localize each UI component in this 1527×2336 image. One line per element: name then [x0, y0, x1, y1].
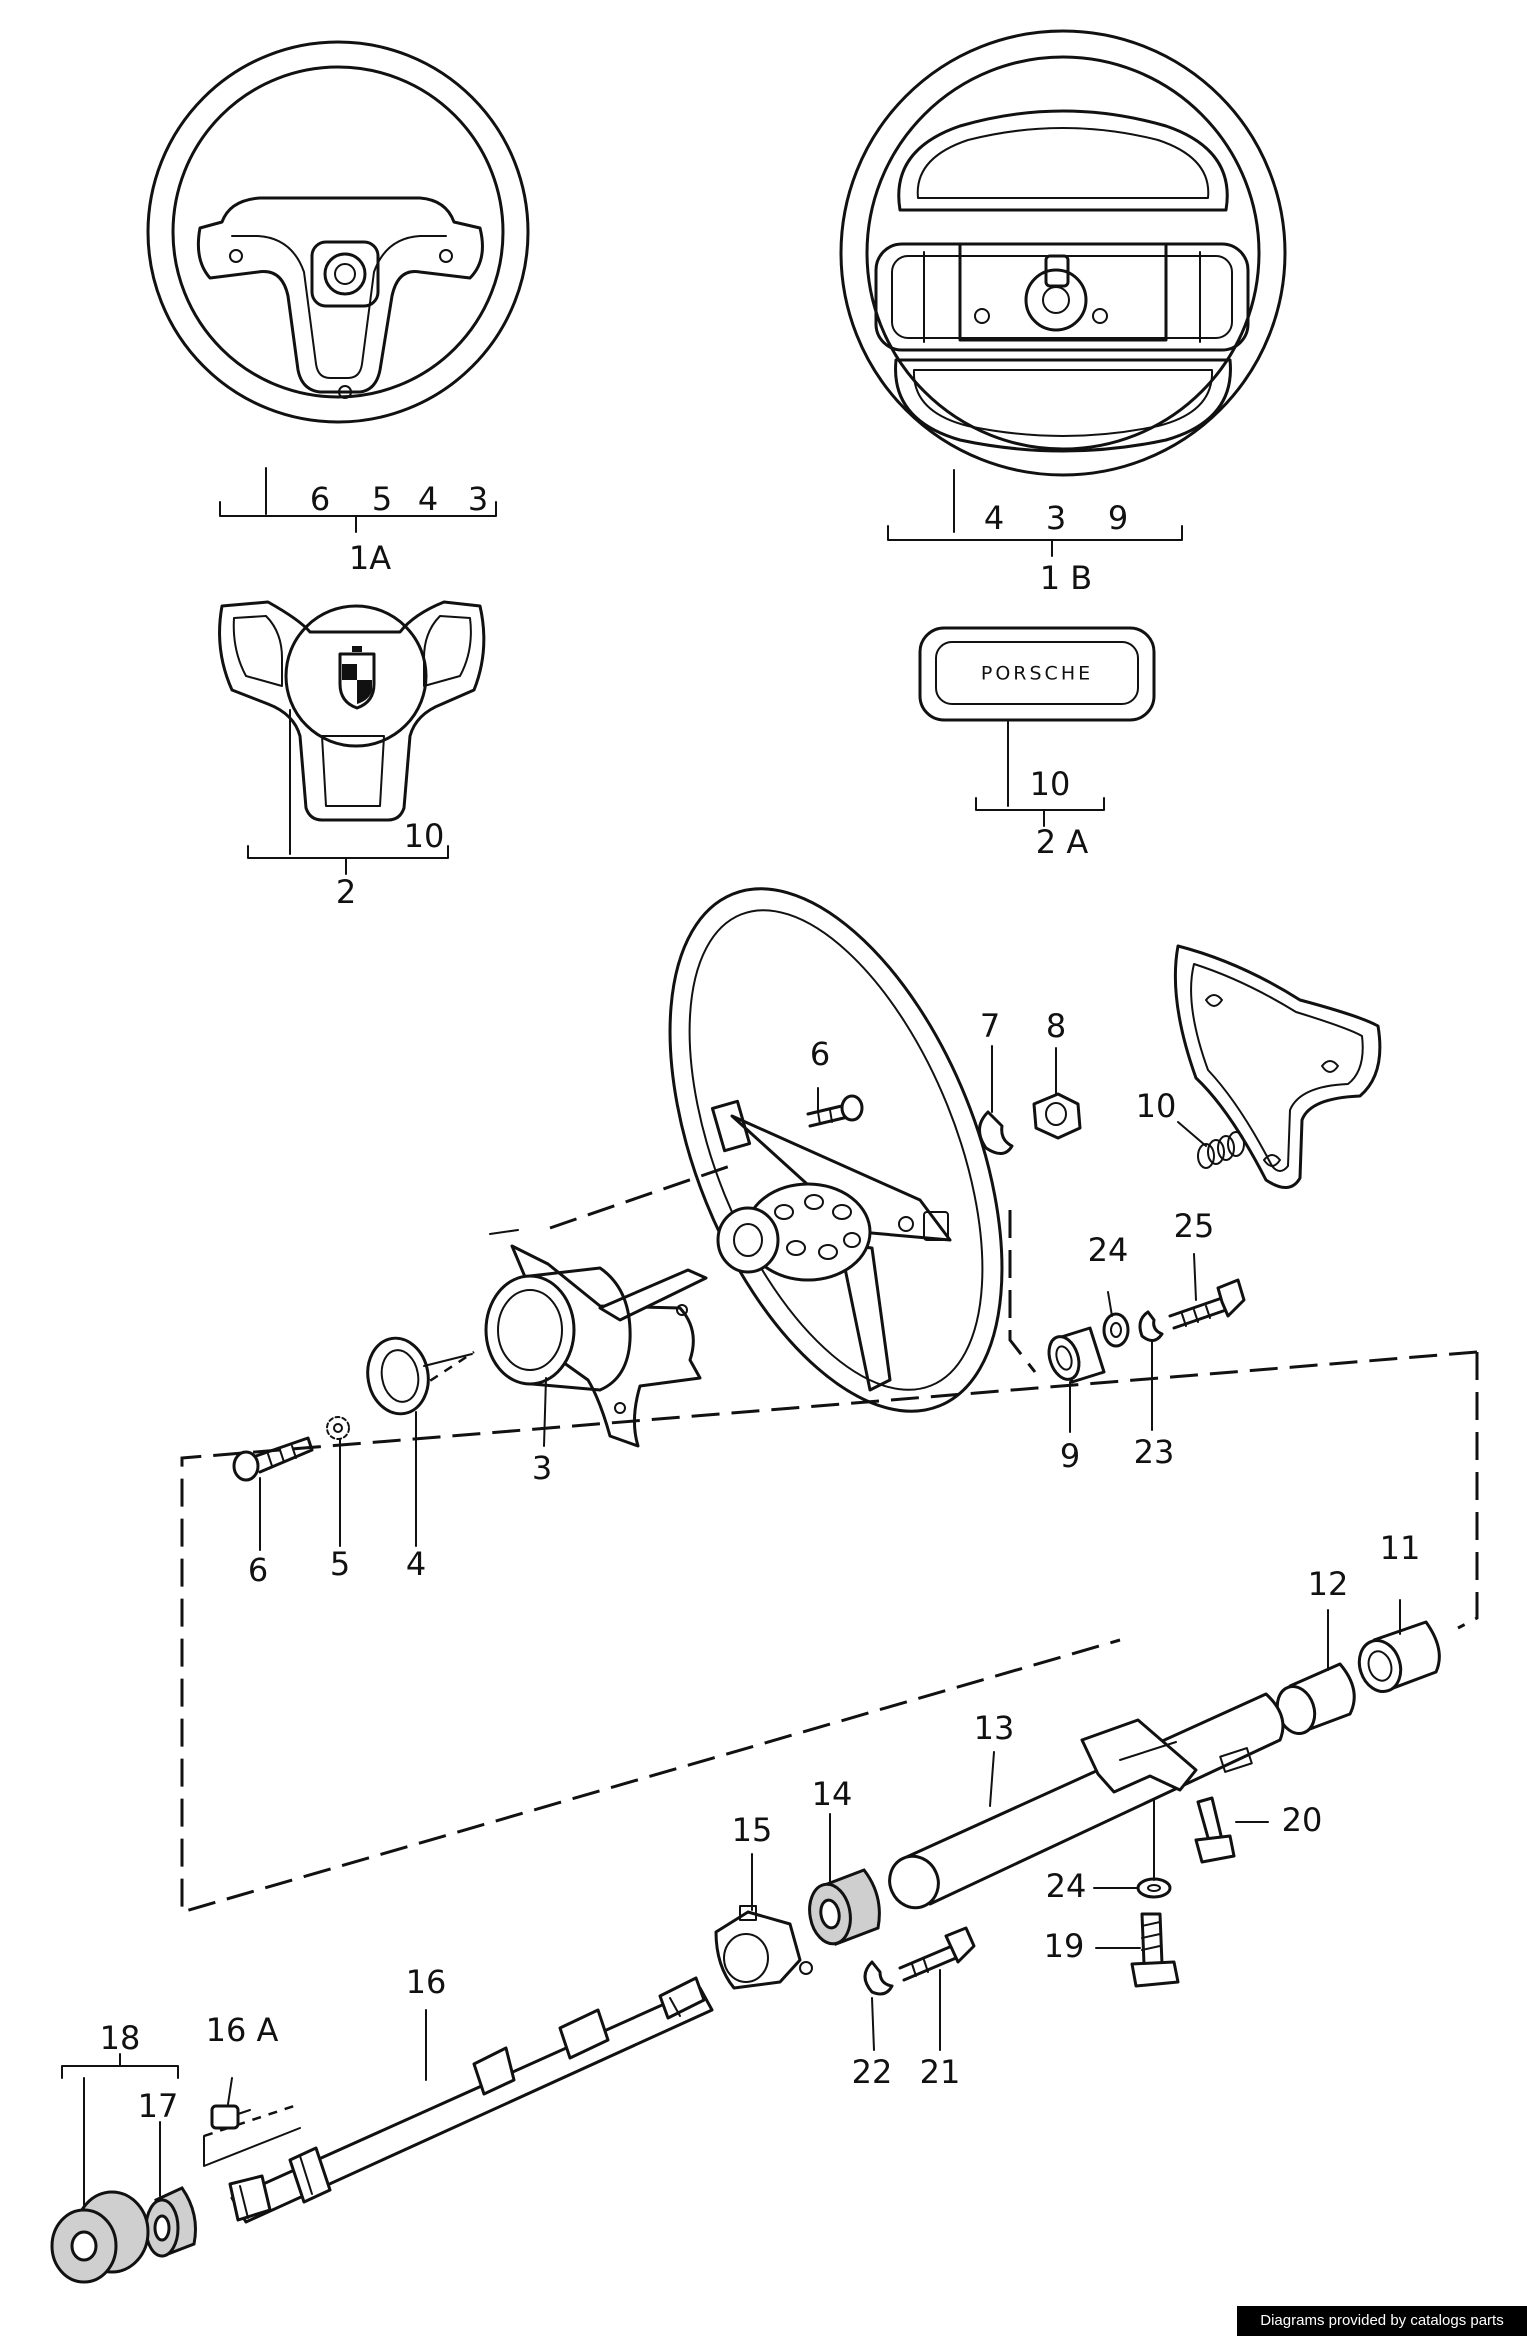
- label-1a-4: 4: [418, 480, 438, 518]
- label-part-16a: 16 A: [206, 2011, 279, 2049]
- lock-washer-part-23: [1138, 1310, 1164, 1342]
- label-part-21: 21: [920, 2053, 961, 2091]
- label-part-25: 25: [1174, 1207, 1215, 1245]
- label-1b: 1 B: [1040, 559, 1092, 597]
- label-part-9: 9: [1060, 1437, 1080, 1475]
- bolt-part-21: [898, 1926, 976, 1982]
- horn-pad-2: [218, 600, 486, 822]
- label-part-7: 7: [980, 1007, 1000, 1045]
- spring-part-10: [1197, 1131, 1245, 1169]
- screw-part-6-upper: [806, 1094, 864, 1128]
- steering-wheel-exploded: [668, 887, 1004, 1413]
- label-part-23: 23: [1134, 1433, 1175, 1471]
- steering-wheel-1a: [146, 40, 530, 424]
- label-part-14: 14: [812, 1775, 853, 1813]
- bearing-part-14: [808, 1868, 881, 1947]
- bolt-part-25: [1168, 1278, 1246, 1330]
- screw-part-20: [1194, 1796, 1236, 1864]
- washer-part-24-lower: [1136, 1877, 1172, 1899]
- steering-shaft-part-16: [228, 1976, 714, 2224]
- label-part-5: 5: [330, 1545, 350, 1583]
- label-1a: 1A: [349, 539, 391, 577]
- label-2: 2: [336, 873, 356, 911]
- screw-part-16a: [210, 2104, 251, 2130]
- label-part-3: 3: [532, 1449, 552, 1487]
- gear-assembly-part-18: [50, 2190, 150, 2284]
- label-2a-10: 10: [1030, 765, 1071, 803]
- lock-washer-part-22: [863, 1960, 894, 1996]
- label-part-19: 19: [1044, 1927, 1085, 1965]
- horn-trim-part-10: [1173, 944, 1382, 1189]
- bolt-part-19: [1130, 1912, 1180, 1988]
- ring-part-4: [366, 1336, 473, 1416]
- label-part-6-upper: 6: [810, 1035, 830, 1073]
- label-part-12: 12: [1308, 1565, 1349, 1603]
- column-tube-part-13: [888, 1692, 1285, 1910]
- label-1b-4: 4: [984, 499, 1004, 537]
- label-part-22: 22: [852, 2053, 893, 2091]
- label-part-6-lower: 6: [248, 1551, 268, 1589]
- assembly-dashed-outline: [180, 1164, 1479, 1914]
- label-1b-9: 9: [1108, 499, 1128, 537]
- washer-part-24-upper: [1102, 1312, 1130, 1348]
- label-part-13: 13: [974, 1709, 1015, 1747]
- lock-washer-part-5: [326, 1416, 350, 1440]
- label-1a-3: 3: [468, 480, 488, 518]
- label-part-8: 8: [1046, 1007, 1066, 1045]
- label-part-24-lower: 24: [1046, 1867, 1087, 1905]
- bushing-part-9: [1047, 1326, 1106, 1384]
- label-2a: 2 A: [1036, 823, 1089, 861]
- label-1a-6: 6: [310, 480, 330, 518]
- label-part-15: 15: [732, 1811, 773, 1849]
- nut-part-8: [1032, 1092, 1082, 1140]
- hub-part-3: [484, 1229, 708, 1448]
- label-part-4: 4: [406, 1545, 426, 1583]
- steering-wheel-1b: [839, 29, 1287, 477]
- label-part-18: 18: [100, 2019, 141, 2057]
- label-part-24-upper: 24: [1088, 1231, 1129, 1269]
- callout-bracket-1b: [887, 469, 1183, 557]
- callout-bracket-2: [247, 709, 449, 875]
- shaft-guide-bracket: [203, 2127, 301, 2167]
- credit-banner: Diagrams provided by catalogs parts: [1237, 2306, 1527, 2336]
- label-part-10-mid: 10: [1136, 1087, 1177, 1125]
- leader-lines: [61, 1045, 1401, 2211]
- horn-pad-2a: PORSCHE: [918, 626, 1156, 722]
- label-part-20: 20: [1282, 1801, 1323, 1839]
- callout-bracket-1a: [219, 467, 497, 533]
- label-part-16: 16: [406, 1963, 447, 2001]
- label-part-17: 17: [138, 2087, 179, 2125]
- screw-part-6-lower: [232, 1436, 314, 1482]
- callout-bracket-2a: [975, 721, 1105, 827]
- lock-washer-part-7: [978, 1110, 1014, 1155]
- label-1a-5: 5: [372, 480, 392, 518]
- flange-part-15: [714, 1905, 813, 1990]
- bushing-part-11: [1357, 1620, 1441, 1693]
- label-1b-3: 3: [1046, 499, 1066, 537]
- horn-pad-brand-text: PORSCHE: [981, 663, 1093, 685]
- label-2-10: 10: [404, 817, 445, 855]
- bearing-part-17: [144, 2186, 197, 2258]
- sleeve-part-12: [1275, 1662, 1356, 1735]
- label-part-11: 11: [1380, 1529, 1421, 1567]
